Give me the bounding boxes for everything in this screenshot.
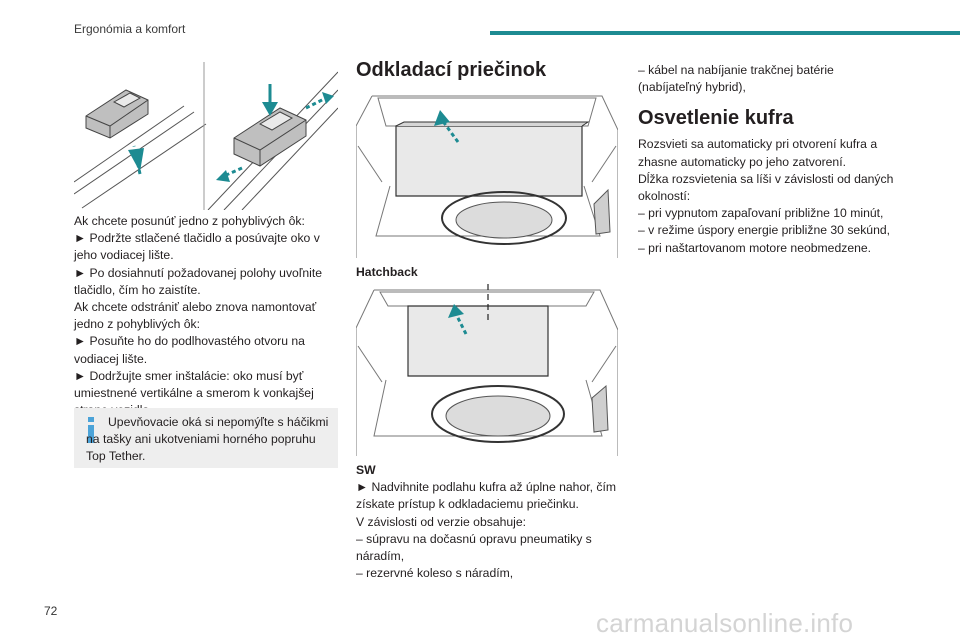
paragraph: ► Posuňte ho do podlhovastého otvoru na …	[74, 334, 305, 366]
paragraph: ► Po dosiahnutí požadovanej polohy uvoľn…	[74, 265, 323, 297]
note-text: Upevňovacie oká si nepomýľte s háčikmi n…	[86, 415, 329, 464]
paragraph: – rezervné koleso s náradím,	[356, 566, 514, 581]
paragraph: – súpravu na dočasnú opravu pneumatiky s…	[356, 531, 592, 564]
section-title: Ergonómia a komfort	[74, 22, 186, 36]
hatchback-trunk-illustration	[356, 86, 618, 258]
middle-column-text: SW ► Nadvihnite podlahu kufra až úplne n…	[356, 462, 620, 582]
left-column-text: Ak chcete posunúť jedno z pohyblivých ôk…	[74, 213, 338, 419]
section-heading: Odkladací priečinok	[356, 59, 547, 81]
sw-trunk-illustration	[356, 284, 618, 456]
list-item: – pri vypnutom zapaľovaní približne 10 m…	[638, 206, 884, 221]
info-note: Upevňovacie oká si nepomýľte s háčikmi n…	[74, 408, 338, 468]
tie-down-eye-illustration	[74, 62, 338, 210]
header-accent-bar	[490, 31, 960, 35]
caption-hatchback: Hatchback	[356, 265, 418, 279]
right-column-text: – kábel na nabíjanie trakčnej batérie (n…	[638, 62, 900, 257]
page-number: 72	[44, 604, 58, 618]
paragraph: Ak chcete odstrániť alebo znova namontov…	[74, 300, 317, 332]
paragraph: Ak chcete posunúť jedno z pohyblivých ôk…	[74, 214, 305, 228]
section-heading-lighting: Osvetlenie kufra	[638, 107, 794, 130]
paragraph: Rozsvieti sa automaticky pri otvorení ku…	[638, 137, 878, 169]
info-icon	[88, 417, 94, 443]
paragraph: Dĺžka rozsvietenia sa líši v závislosti …	[638, 171, 894, 204]
caption-sw: SW	[356, 463, 376, 477]
list-item: – kábel na nabíjanie trakčnej batérie (n…	[638, 63, 834, 95]
watermark: carmanualsonline.info	[596, 608, 854, 638]
paragraph: ► Nadvihnite podlahu kufra až úplne naho…	[356, 480, 617, 512]
list-item: – pri naštartovanom motore neobmedzene.	[638, 240, 872, 255]
list-item: – v režime úspory energie približne 30 s…	[638, 223, 891, 238]
paragraph: V závislosti od verzie obsahuje:	[356, 514, 527, 529]
paragraph: ► Podržte stlačené tlačidlo a posúvajte …	[74, 231, 320, 263]
